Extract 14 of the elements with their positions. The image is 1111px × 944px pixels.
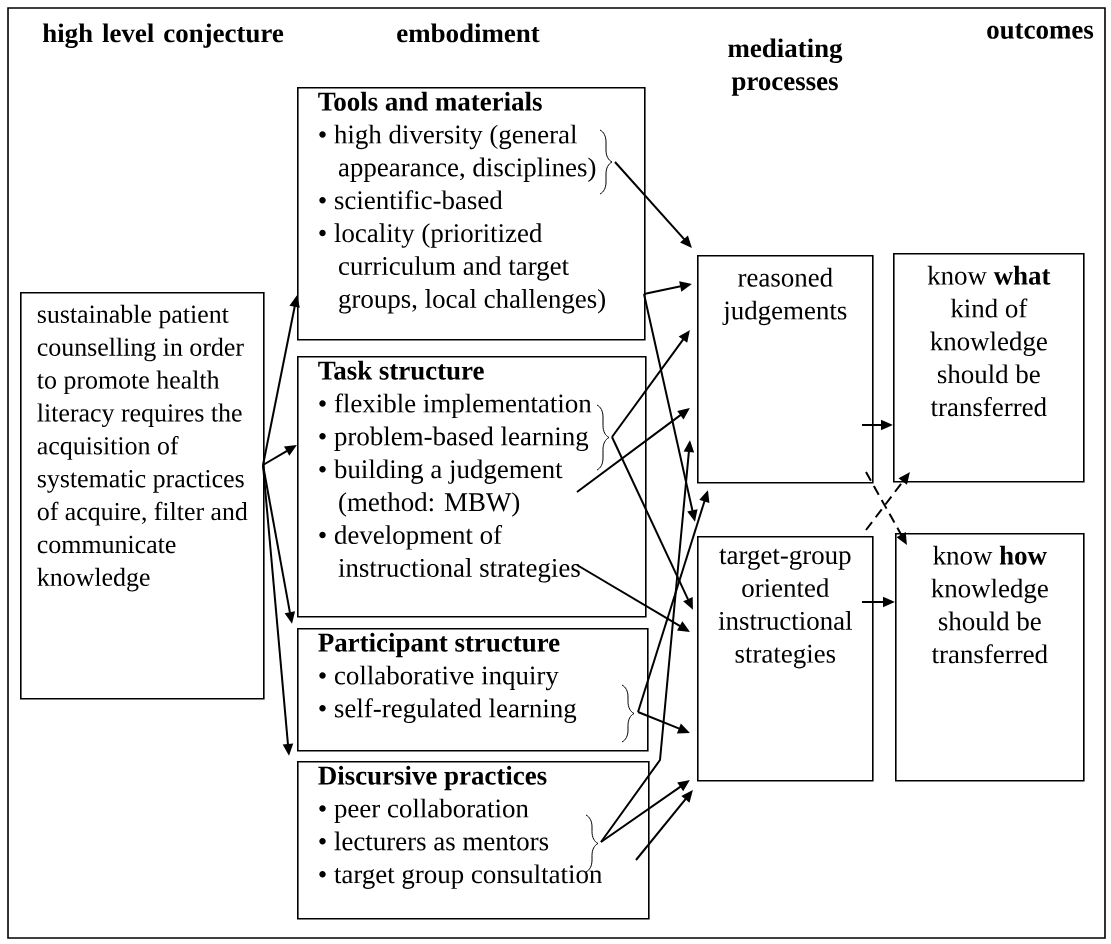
arrow xyxy=(614,161,692,248)
column-heading: high level conjecture xyxy=(42,23,284,48)
process-box: know what kind of knowledge should be transferred xyxy=(893,253,1085,483)
process-box: reasoned judgements xyxy=(697,255,874,484)
process-box: target-group oriented instructional strategies xyxy=(697,536,874,782)
component-box: Tools and materials • high diversity (general appearance, disciplines) • scientific-based • locality (prioritized curriculum and target groups, local challenges) xyxy=(297,87,646,341)
column-heading: outcomes xyxy=(987,23,1094,39)
column-heading: mediating processes xyxy=(728,38,843,96)
component-box: Participant structure • collaborative inquiry • self-regulated learning xyxy=(297,628,649,752)
component-box: Task structure • flexible implementation • problem-based learning • building a judgement (method: MBW) • development of instructional strategies xyxy=(297,356,647,618)
process-box: know how knowledge should be transferred xyxy=(895,533,1085,782)
conjecture-box: sustainable patient counselling in order to promote health literacy requires the acquisition of systematic practices of acquire, filter and communicate knowledge xyxy=(20,292,265,700)
component-box: Discursive practices • peer collaboration • lecturers as mentors • target group consultation xyxy=(297,761,650,920)
column-heading: embodiment xyxy=(397,23,540,43)
